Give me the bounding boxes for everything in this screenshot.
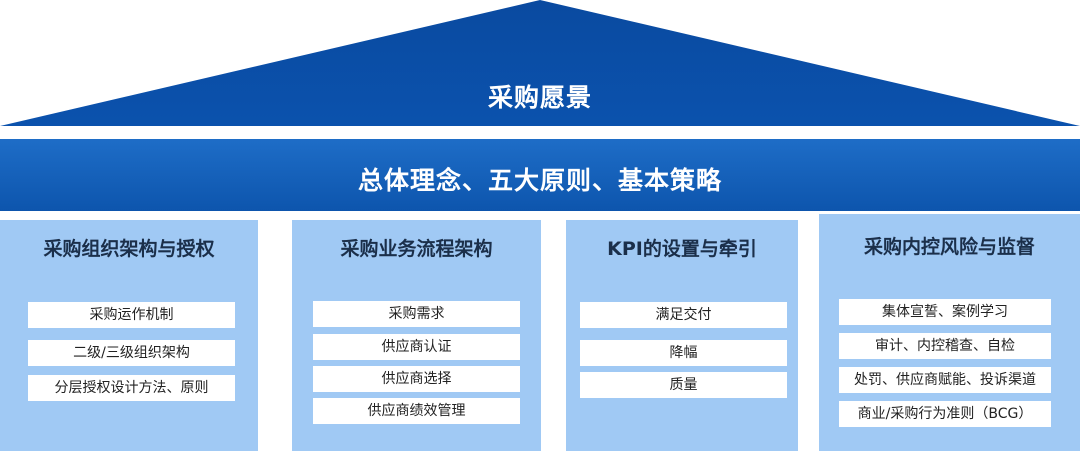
list-item: 二级/三级组织架构 bbox=[28, 340, 235, 366]
pillar-title: 采购组织架构与授权 bbox=[43, 238, 215, 260]
list-item: 供应商选择 bbox=[313, 366, 520, 392]
strategy-beam bbox=[0, 139, 1080, 211]
pillar-risk-control: 采购内控风险与监督 集体宣誓、案例学习 审计、内控稽查、自检 处罚、供应商赋能、… bbox=[819, 214, 1080, 451]
list-item: 分层授权设计方法、原则 bbox=[28, 375, 235, 401]
pillar-title: KPI的设置与牵引 bbox=[607, 238, 757, 260]
strategy-title: 总体理念、五大原则、基本策略 bbox=[357, 166, 722, 195]
list-item: 采购运作机制 bbox=[28, 302, 235, 328]
list-item: 质量 bbox=[580, 372, 787, 398]
list-item: 采购需求 bbox=[313, 301, 520, 327]
list-item: 处罚、供应商赋能、投诉渠道 bbox=[839, 367, 1051, 393]
list-item: 供应商认证 bbox=[313, 334, 520, 360]
roof-shape bbox=[0, 0, 1080, 126]
list-item: 商业/采购行为准则（BCG） bbox=[839, 401, 1051, 427]
pillar-title: 采购内控风险与监督 bbox=[863, 236, 1035, 258]
pillar-kpi: KPI的设置与牵引 满足交付 降幅 质量 bbox=[566, 220, 798, 451]
vision-title: 采购愿景 bbox=[487, 83, 592, 112]
list-item: 供应商绩效管理 bbox=[313, 398, 520, 424]
list-item: 集体宣誓、案例学习 bbox=[839, 299, 1051, 325]
list-item: 满足交付 bbox=[580, 302, 787, 328]
list-item: 审计、内控稽查、自检 bbox=[839, 333, 1051, 359]
pillar-organization: 采购组织架构与授权 采购运作机制 二级/三级组织架构 分层授权设计方法、原则 bbox=[0, 220, 258, 451]
pillar-process: 采购业务流程架构 采购需求 供应商认证 供应商选择 供应商绩效管理 bbox=[292, 220, 541, 451]
pillar-title: 采购业务流程架构 bbox=[340, 238, 493, 260]
list-item: 降幅 bbox=[580, 340, 787, 366]
